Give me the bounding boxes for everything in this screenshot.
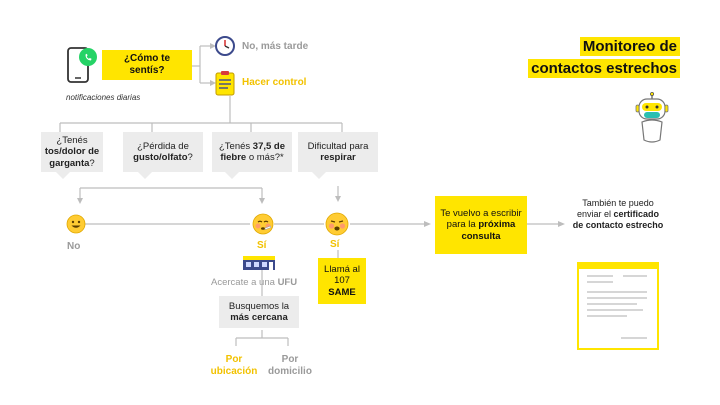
symptom-cough-post: ?: [89, 157, 95, 169]
next-bold: próxima consulta: [461, 219, 516, 242]
symptom-fever-bold: 37,5 de fiebre: [220, 140, 285, 164]
certificate-document-icon: [577, 262, 659, 350]
symptom-cough-bold: tos/dolor de garganta: [44, 146, 100, 169]
daily-notifications-caption: notificaciones diarias: [66, 93, 141, 102]
option-by-location: Por ubicación: [210, 354, 258, 377]
robot-mascot-icon: [635, 92, 669, 143]
ufu-post: UFU: [277, 277, 298, 288]
distressed-face-icon: [325, 212, 349, 236]
clipboard-icon: [215, 71, 235, 96]
symptom-fever-post: o más?*: [246, 152, 284, 163]
title-line-1: Monitoreo de: [579, 37, 680, 56]
title-line-2: contactos estrechos: [528, 59, 680, 78]
certificate-text: También te puedo enviar el certificado d…: [572, 198, 664, 231]
same-line-1: Llamá al: [324, 263, 360, 275]
ufu-mid: a una: [248, 277, 278, 288]
same-line-2: 107: [334, 275, 350, 287]
next-consultation-box: Te vuelvo a escribir para la próxima con…: [435, 196, 527, 254]
option-by-address: Por domicilio: [268, 354, 312, 377]
question-line-2: sentís?: [129, 65, 165, 76]
certificate-bold: certificado de contacto estrecho: [572, 209, 664, 230]
symptom-cough-pre: ¿Tenés: [56, 134, 88, 146]
symptom-fever-pointer: [225, 172, 239, 179]
next-pre: Te vuelvo a escribir para la: [440, 207, 522, 231]
symptom-taste-bold: gusto/olfato: [133, 152, 188, 163]
symptom-cough-pointer: [56, 172, 70, 179]
option-later: No, más tarde: [242, 41, 309, 52]
symptom-breathing-pre: Dificultad para: [307, 140, 369, 152]
option-control: Hacer control: [242, 77, 307, 88]
outcome-no: No: [67, 241, 81, 252]
same-line-3: SAME: [328, 286, 356, 298]
symptom-taste-post: ?: [187, 152, 193, 163]
sick-face-icon: [252, 213, 274, 235]
ufu-building-icon: [243, 256, 275, 270]
symptom-taste-pre: ¿Pérdida de: [137, 140, 189, 152]
certificate-pre: También te puedo enviar el: [576, 198, 654, 219]
whatsapp-phone-icon: [67, 47, 97, 83]
outcome-si-1: Sí: [257, 240, 267, 251]
ufu-label: Acercate a una UFU: [211, 277, 297, 288]
clock-icon: [215, 36, 235, 56]
symptom-breathing-pointer: [312, 172, 326, 179]
search-line-2: más cercana: [230, 312, 288, 323]
symptom-fever: ¿Tenés 37,5 de fiebre o más?*: [212, 132, 292, 172]
symptom-fever-pre: ¿Tenés: [218, 140, 251, 152]
happy-face-icon: [66, 214, 86, 234]
symptom-breathing-bold: respirar: [320, 152, 356, 163]
outcome-si-2: Sí: [330, 239, 340, 250]
page-title: Monitoreo de contactos estrechos: [528, 37, 680, 78]
ufu-pre: Acercate: [211, 277, 249, 288]
symptom-taste-pointer: [138, 172, 152, 179]
search-line-1: Busquemos la: [228, 300, 290, 312]
question-line-1: ¿Cómo te: [123, 53, 171, 64]
